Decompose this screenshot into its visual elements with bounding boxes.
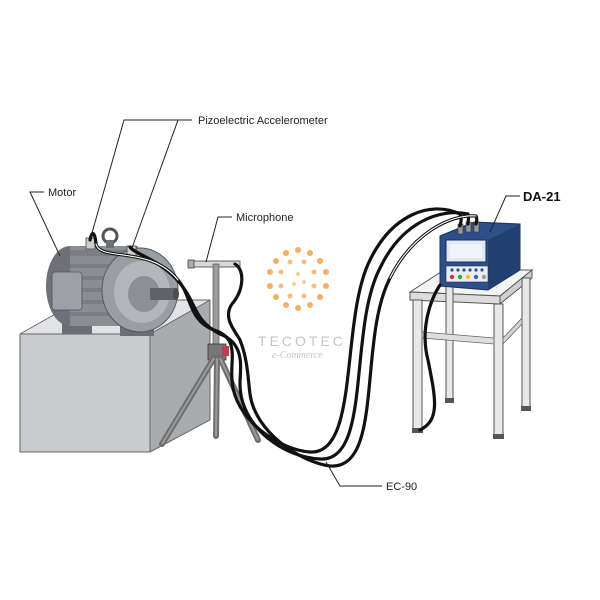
label-analyzer: DA-21 <box>523 189 561 204</box>
callout-motor: Motor <box>29 187 76 257</box>
callout-accelerometer: Pizoelectric Accelerometer <box>89 115 328 249</box>
watermark-brand: TECOTEC <box>258 333 346 349</box>
label-accelerometer: Pizoelectric Accelerometer <box>198 115 328 127</box>
label-motor: Motor <box>48 187 76 199</box>
motor <box>46 227 179 336</box>
label-cable: EC-90 <box>386 481 417 493</box>
watermark-sub: e-Commerce <box>272 350 323 361</box>
callout-analyzer: DA-21 <box>489 189 561 233</box>
label-microphone: Microphone <box>236 212 293 224</box>
watermark-swirl-icon <box>267 247 329 311</box>
microphone-tripod <box>159 259 261 447</box>
da-21-analyzer <box>439 221 521 291</box>
tecotec-watermark: TECOTEC e-Commerce <box>258 247 346 361</box>
callout-microphone: Microphone <box>205 212 293 263</box>
cable-bundle-ec-90 <box>88 207 479 468</box>
callout-cable: EC-90 <box>325 461 417 493</box>
